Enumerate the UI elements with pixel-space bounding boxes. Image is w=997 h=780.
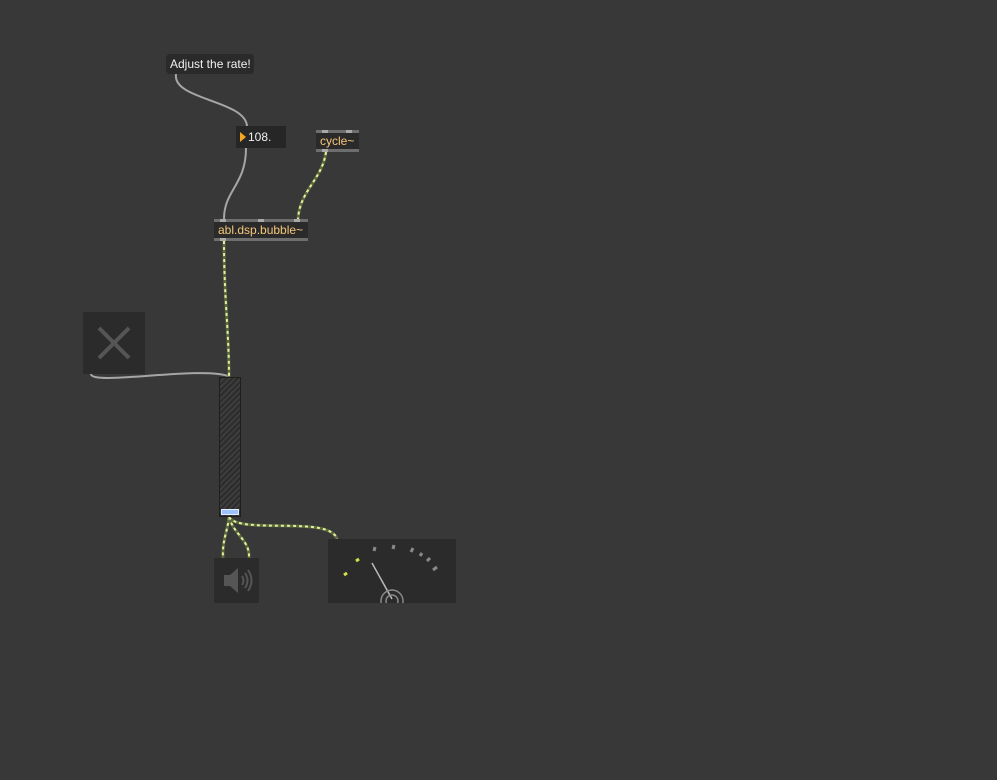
ezdac-audio-output[interactable] (214, 558, 259, 603)
outlet-signal[interactable] (322, 149, 328, 152)
speaker-icon (224, 568, 253, 593)
inlet-left[interactable] (322, 130, 328, 133)
number-value: 108. (248, 130, 272, 144)
cord-cycle-to-bubble[interactable] (296, 151, 328, 220)
cord-gain-to-ezdac-left[interactable] (221, 516, 231, 559)
number-triangle-icon (240, 132, 246, 142)
cord-number-to-bubble[interactable] (223, 147, 247, 220)
outlet-signal[interactable] (220, 238, 226, 241)
comment-adjust-rate[interactable]: Adjust the rate! (166, 54, 254, 74)
gain-slider[interactable] (219, 377, 241, 517)
inlet-middle[interactable] (258, 219, 264, 222)
needle-meter (328, 539, 456, 603)
object-bubble-label: abl.dsp.bubble~ (218, 223, 304, 237)
needle-meter-icon (343, 544, 438, 603)
cord-gain-to-meter[interactable] (227, 515, 339, 540)
inlet-right[interactable] (346, 130, 352, 133)
object-cycle-label: cycle~ (320, 134, 355, 148)
inlet-left[interactable] (220, 219, 226, 222)
cord-gain-to-ezdac-right[interactable] (227, 516, 251, 559)
number-box-rate[interactable]: 108. (236, 126, 286, 148)
x-icon (97, 326, 131, 360)
cord-comment-to-number[interactable] (174, 73, 248, 127)
inlet-right[interactable] (294, 219, 300, 222)
cord-bubble-to-gain[interactable] (222, 240, 231, 378)
object-cycle[interactable]: cycle~ (316, 130, 359, 152)
object-abl-dsp-bubble[interactable]: abl.dsp.bubble~ (214, 219, 308, 241)
gain-slider-knob[interactable] (221, 509, 239, 515)
toggle-onoff[interactable] (83, 312, 145, 374)
